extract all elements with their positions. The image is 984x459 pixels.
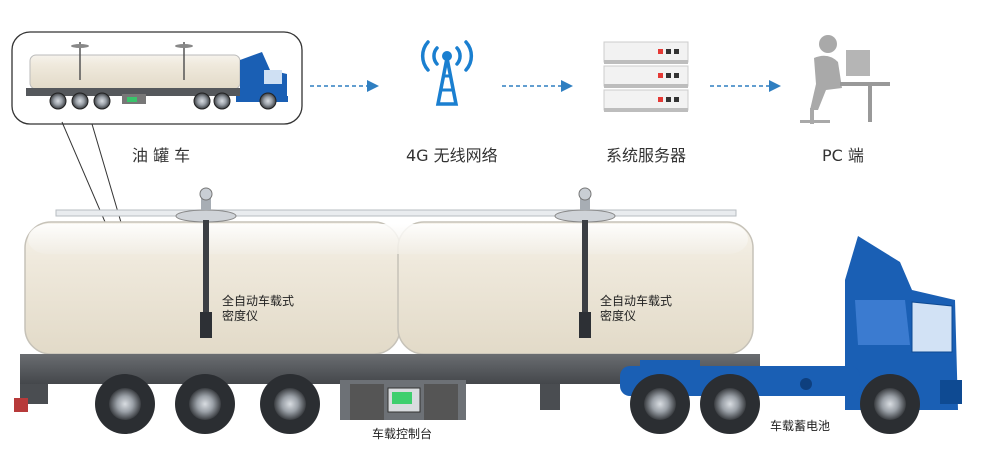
tanker-thumbnail bbox=[11, 31, 303, 125]
trailer-wheels bbox=[95, 374, 320, 434]
density-meter-2-label: 全自动车载式 密度仪 bbox=[600, 294, 673, 323]
density-meter-1 bbox=[175, 187, 237, 338]
server-label: 系统服务器 bbox=[606, 146, 687, 165]
density-meter-1-label: 全自动车载式 密度仪 bbox=[222, 294, 295, 323]
tanker-label: 油 罐 车 bbox=[132, 146, 191, 165]
pc-user-icon bbox=[800, 35, 890, 124]
battery-label: 车载蓄电池 bbox=[770, 419, 831, 433]
controller-label: 车载控制台 bbox=[372, 427, 433, 441]
controller-console bbox=[340, 380, 466, 420]
density-meter-2 bbox=[554, 187, 616, 338]
tractor-wheels bbox=[630, 374, 920, 434]
tanker-truck-icon bbox=[14, 187, 962, 434]
pc-label: PC 端 bbox=[822, 146, 864, 165]
server-rack-icon bbox=[603, 41, 689, 112]
network-label: 4G 无线网络 bbox=[406, 146, 498, 165]
signal-tower-icon bbox=[420, 40, 474, 106]
